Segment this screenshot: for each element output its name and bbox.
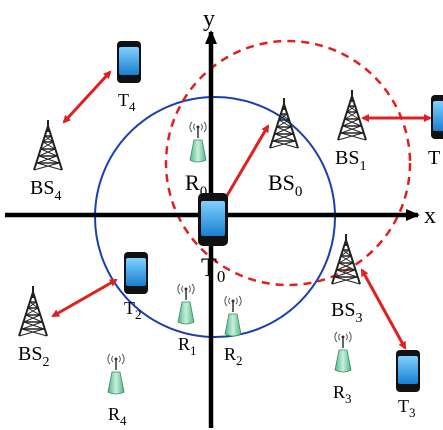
relay-r4: R4 bbox=[107, 353, 127, 428]
relay-antenna-icon bbox=[224, 295, 242, 337]
terminal-t1: T bbox=[428, 95, 443, 169]
svg-text:T2: T2 bbox=[124, 298, 142, 322]
x-axis-label: x bbox=[424, 203, 436, 229]
terminal-t0: T0 bbox=[198, 193, 228, 286]
svg-text:T0: T0 bbox=[201, 253, 225, 286]
svg-text:T: T bbox=[428, 147, 440, 169]
relay-r3: R3 bbox=[333, 331, 352, 406]
base-station-bs3: BS3 bbox=[331, 233, 362, 326]
svg-text:BS3: BS3 bbox=[331, 299, 362, 326]
cell-tower-icon bbox=[33, 119, 63, 171]
smartphone-icon bbox=[396, 350, 420, 392]
cell-tower-icon bbox=[18, 285, 48, 337]
svg-text:BS0: BS0 bbox=[268, 170, 302, 200]
link-t2-bs2 bbox=[51, 278, 118, 318]
terminal-t2: T2 bbox=[124, 252, 148, 322]
smartphone-icon bbox=[198, 193, 228, 246]
link-bs3-t3 bbox=[360, 268, 407, 350]
svg-text:BS2: BS2 bbox=[18, 343, 49, 370]
y-axis-label: y bbox=[203, 6, 215, 32]
link-t4-bs4 bbox=[62, 70, 112, 124]
svg-text:R0: R0 bbox=[185, 170, 207, 200]
svg-text:BS1: BS1 bbox=[335, 147, 366, 174]
smartphone-icon bbox=[117, 41, 141, 83]
svg-text:R3: R3 bbox=[333, 382, 352, 406]
base-station-bs2: BS2 bbox=[18, 285, 49, 370]
base-station-bs4: BS4 bbox=[30, 119, 63, 204]
cell-tower-icon bbox=[337, 89, 367, 141]
bs0-coverage-circle bbox=[164, 39, 412, 287]
svg-text:T4: T4 bbox=[118, 90, 136, 114]
svg-text:R1: R1 bbox=[178, 334, 197, 358]
smartphone-icon bbox=[431, 95, 443, 139]
base-station-bs1: BS1 bbox=[335, 89, 367, 174]
relay-r0: R0 bbox=[185, 121, 207, 200]
cell-tower-icon bbox=[269, 97, 299, 149]
relay-antenna-icon bbox=[107, 353, 125, 395]
svg-text:R4: R4 bbox=[108, 404, 127, 428]
relay-antenna-icon bbox=[189, 121, 207, 163]
terminal-t3: T3 bbox=[396, 350, 420, 420]
svg-text:BS4: BS4 bbox=[30, 177, 61, 204]
svg-text:R2: R2 bbox=[224, 344, 243, 368]
relay-r2: R2 bbox=[224, 295, 243, 368]
svg-text:T3: T3 bbox=[398, 396, 416, 420]
cell-tower-icon bbox=[331, 233, 361, 285]
relay-antenna-icon bbox=[177, 283, 195, 325]
terminal-t4: T4 bbox=[117, 41, 141, 114]
relay-antenna-icon bbox=[334, 331, 352, 373]
smartphone-icon bbox=[124, 252, 148, 294]
relay-r1: R1 bbox=[177, 283, 197, 358]
base-station-bs0: BS0 bbox=[268, 97, 302, 200]
